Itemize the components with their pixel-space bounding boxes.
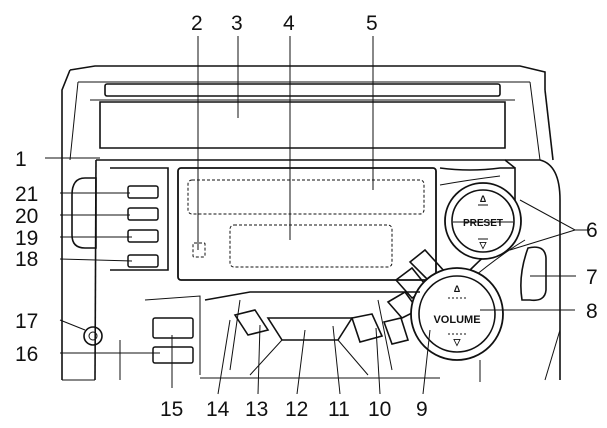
- center-controls: [204, 291, 420, 376]
- callout-5: 5: [366, 12, 378, 35]
- callout-17: 17: [15, 310, 38, 333]
- callout-18: 18: [15, 248, 38, 271]
- unit-body: [61, 65, 561, 382]
- callout-14: 14: [206, 398, 230, 421]
- callout-numbers: 1 2 3 4 5 6 7 8 9 10 11 12 13 14 15 16 1…: [15, 12, 598, 421]
- cd-tray-door: [99, 101, 506, 149]
- callout-16: 16: [15, 343, 38, 366]
- preset-label: PRESET: [463, 218, 503, 229]
- callout-21: 21: [15, 183, 38, 206]
- volume-label: VOLUME: [433, 314, 480, 326]
- cd-tray-slot: [104, 83, 501, 97]
- preset-down-icon: ▽: [479, 240, 488, 250]
- button-14[interactable]: [233, 309, 270, 336]
- right-side-bumper: [520, 246, 547, 302]
- button-21[interactable]: [127, 185, 159, 199]
- arc-button-4[interactable]: [382, 317, 410, 345]
- callout-6: 6: [586, 219, 598, 242]
- sensor-window: [192, 242, 206, 258]
- callout-1: 1: [15, 148, 27, 171]
- preset-section: PRESET Δ ▽: [439, 167, 526, 281]
- headphone-jack[interactable]: [83, 326, 103, 346]
- button-19[interactable]: [127, 229, 159, 243]
- callout-7: 7: [586, 266, 598, 289]
- display-upper-area: [187, 179, 425, 215]
- volume-knob[interactable]: [410, 267, 504, 361]
- callout-4: 4: [283, 12, 295, 35]
- volume-up-icon: Δ: [454, 284, 461, 294]
- button-10[interactable]: [350, 313, 384, 343]
- lower-left-controls: [83, 295, 201, 375]
- callout-13: 13: [245, 398, 268, 421]
- left-button-column: [110, 167, 169, 271]
- callout-20: 20: [15, 205, 38, 228]
- callout-3: 3: [231, 12, 243, 35]
- callout-10: 10: [368, 398, 391, 421]
- display-lower-area: [229, 224, 393, 268]
- callout-12: 12: [285, 398, 308, 421]
- callout-2: 2: [191, 12, 203, 35]
- callout-9: 9: [416, 398, 428, 421]
- callout-19: 19: [15, 227, 38, 250]
- volume-section: VOLUME Δ ▽: [382, 248, 504, 361]
- button-15[interactable]: [152, 317, 194, 339]
- button-20[interactable]: [127, 207, 159, 221]
- preset-knob[interactable]: [444, 182, 522, 260]
- left-side-bumper: [71, 177, 97, 249]
- callout-8: 8: [586, 300, 598, 323]
- display-panel: [177, 167, 437, 281]
- preset-up-icon: Δ: [480, 194, 487, 204]
- callout-11: 11: [328, 398, 350, 421]
- button-16[interactable]: [152, 346, 194, 364]
- callout-15: 15: [160, 398, 183, 421]
- button-18[interactable]: [127, 254, 159, 268]
- leader-lines: [45, 36, 590, 395]
- volume-down-icon: ▽: [453, 337, 462, 347]
- button-12[interactable]: [266, 317, 354, 341]
